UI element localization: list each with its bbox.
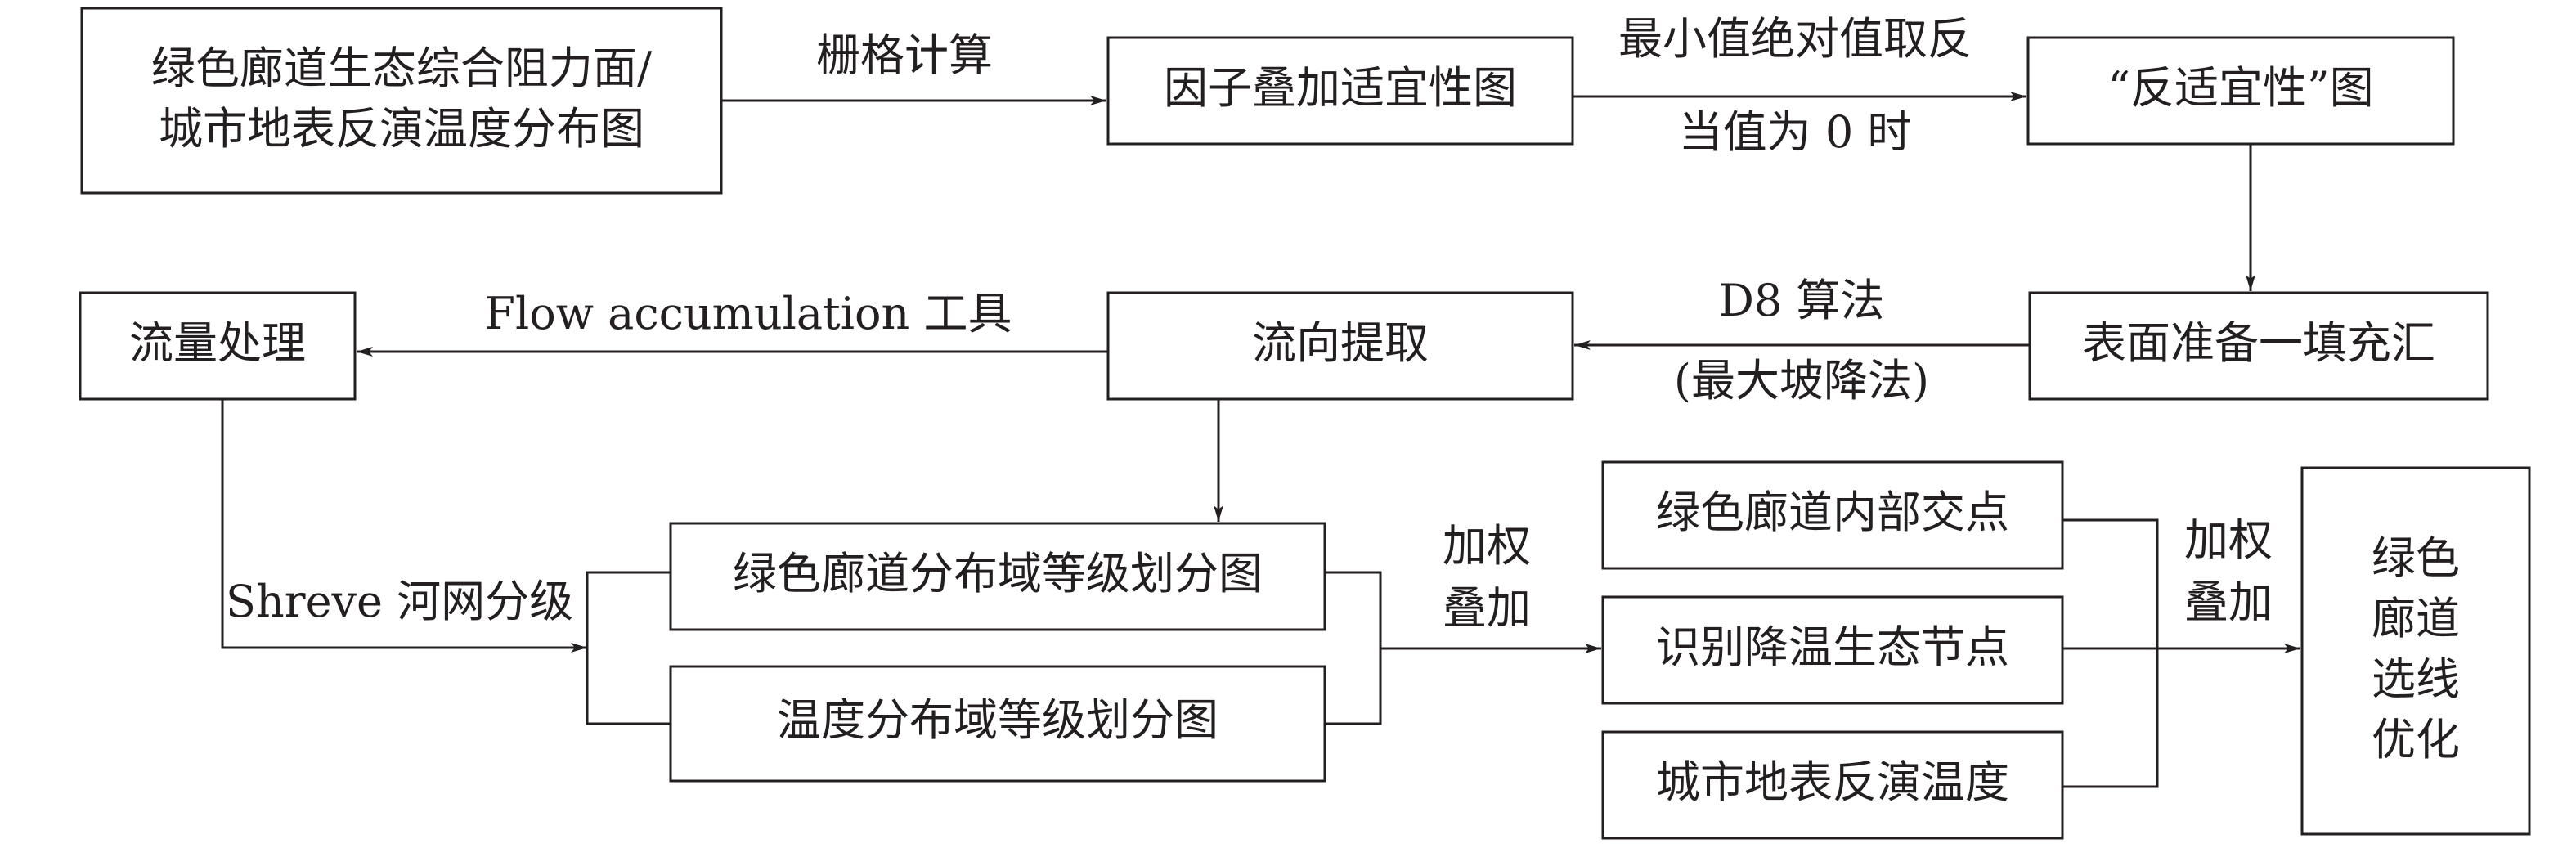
node-flow-direction: 流向提取: [1106, 291, 1574, 401]
node-cooling-nodes: 识别降温生态节点: [1601, 595, 2064, 705]
node-factor-overlay-label: 因子叠加适宜性图: [1164, 62, 1517, 114]
node-internal-intersections: 绿色廊道内部交点: [1601, 460, 2064, 570]
node-flow-process: 流量处理: [79, 291, 357, 401]
node-route-optimization-line3: 选线: [2372, 653, 2460, 705]
edge-label-weighted-overlay-1-line1: 加权: [1443, 520, 1531, 572]
node-flow-process-label: 流量处理: [129, 317, 306, 369]
edge-label-shreve: Shreve 河网分级: [226, 576, 573, 627]
node-anti-suitability: “反适宜性”图: [2026, 36, 2455, 146]
edge-label-weighted-overlay-1-line2: 叠加: [1443, 582, 1531, 634]
edge-label-flow-accumulation: Flow accumulation 工具: [485, 288, 1012, 339]
node-surface-temperature: 城市地表反演温度: [1601, 730, 2064, 840]
node-temperature-grade: 温度分布域等级划分图: [669, 665, 1326, 783]
node-anti-suitability-label: “反适宜性”图: [2107, 62, 2373, 114]
node-route-optimization: 绿色 廊道 选线 优化: [2300, 466, 2531, 836]
edge-weighted-overlay-bracket-1: [1325, 571, 1382, 725]
node-route-optimization-line4: 优化: [2372, 714, 2460, 765]
node-resistance-map-line2: 城市地表反演温度分布图: [159, 103, 644, 155]
node-factor-overlay: 因子叠加适宜性图: [1106, 36, 1574, 146]
node-corridor-grade: 绿色廊道分布域等级划分图: [669, 522, 1326, 631]
edge-weighted-overlay-bracket-2: [2062, 518, 2159, 788]
edge-label-raster-calc: 栅格计算: [816, 29, 993, 81]
edge-label-weighted-overlay-2-line1: 加权: [2184, 514, 2273, 566]
edge-shreve-arrow: [221, 399, 587, 653]
node-flow-direction-label: 流向提取: [1252, 317, 1429, 369]
node-internal-intersections-label: 绿色廊道内部交点: [1656, 487, 2009, 538]
edge-label-min-abs-line1: 最小值绝对值取反: [1618, 13, 1972, 65]
node-surface-prep: 表面准备一填充汇: [2028, 291, 2489, 401]
node-resistance-map: 绿色廊道生态综合阻力面/ 城市地表反演温度分布图: [80, 7, 723, 195]
node-route-optimization-line2: 廊道: [2372, 593, 2460, 644]
node-cooling-nodes-label: 识别降温生态节点: [1656, 621, 2009, 673]
node-temperature-grade-label: 温度分布域等级划分图: [777, 694, 1218, 746]
node-resistance-map-line1: 绿色廊道生态综合阻力面/: [151, 43, 653, 94]
edge-label-d8-line1: D8 算法: [1719, 275, 1885, 326]
node-route-optimization-line1: 绿色: [2372, 532, 2460, 584]
node-surface-prep-label: 表面准备一填充汇: [2082, 317, 2435, 369]
edge-shreve-bracket: [586, 571, 671, 725]
edge-label-weighted-overlay-2-line2: 叠加: [2184, 577, 2273, 628]
edge-label-d8-line2: (最大坡降法): [1674, 355, 1929, 406]
node-surface-temperature-label: 城市地表反演温度: [1656, 756, 2009, 808]
edge-label-min-abs-line2: 当值为 0 时: [1679, 106, 1912, 158]
node-corridor-grade-label: 绿色廊道分布域等级划分图: [733, 548, 1263, 599]
